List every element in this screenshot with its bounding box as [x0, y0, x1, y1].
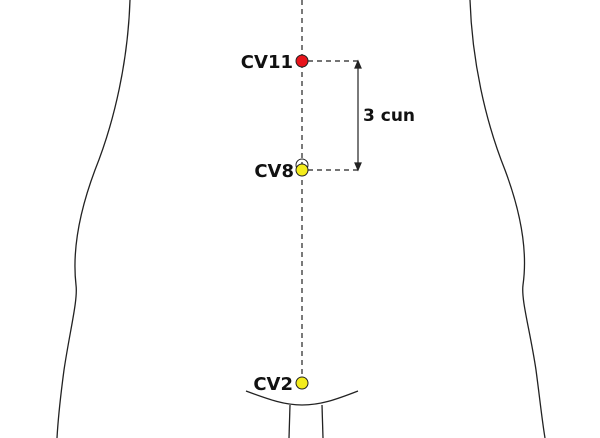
measurement-arrow	[354, 59, 362, 172]
point-cv11[interactable]	[295, 54, 309, 68]
point-cv2[interactable]	[295, 376, 309, 390]
label-cv2: CV2	[253, 374, 293, 395]
body-outline-left	[56, 0, 131, 438]
label-cv11: CV11	[241, 52, 293, 73]
leg-inner-left	[288, 404, 291, 438]
label-cv8: CV8	[254, 161, 294, 182]
leg-inner-right	[321, 404, 324, 438]
point-cv8[interactable]	[295, 163, 309, 177]
measurement-label: 3 cun	[363, 106, 415, 126]
pubic-line	[245, 390, 359, 406]
body-outline-right	[469, 0, 546, 438]
